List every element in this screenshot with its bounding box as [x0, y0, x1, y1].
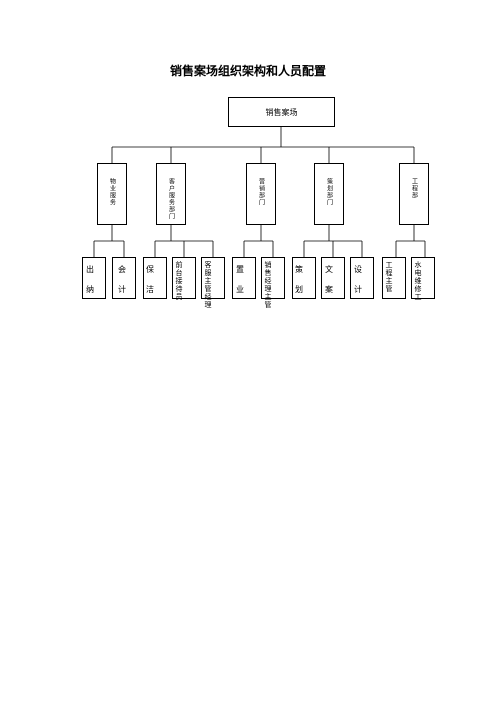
leaf-node-cleaner: 保 洁	[143, 257, 167, 299]
leaf-node-receptionist: 前台接待员	[172, 257, 196, 301]
leaf-label: 客服主管经理	[204, 261, 212, 309]
department-node-property: 物业服务	[97, 163, 127, 225]
leaf-label-1: 置	[236, 265, 244, 274]
leaf-node-sales-manager: 销售经理主管	[261, 257, 285, 309]
leaf-label-2: 计	[118, 285, 126, 294]
leaf-label: 水电维修工	[414, 261, 422, 301]
department-node-planning: 策划部门	[314, 163, 344, 225]
leaf-label-1: 设	[354, 265, 362, 274]
leaf-label-1: 策	[295, 265, 303, 274]
root-node: 销售案场	[228, 97, 335, 127]
leaf-label-2: 纳	[86, 285, 94, 294]
department-label: 客户服务部门	[167, 178, 175, 220]
root-node-label: 销售案场	[265, 107, 298, 117]
leaf-label-1: 文	[325, 265, 333, 274]
leaf-label-2: 业	[236, 285, 244, 294]
department-node-customer-service: 客户服务部门	[156, 163, 186, 225]
department-label: 营销部门	[257, 178, 265, 206]
leaf-node-planner: 策 划	[292, 257, 316, 299]
department-node-engineering: 工程部	[399, 163, 429, 225]
department-label: 物业服务	[108, 178, 116, 206]
leaf-label-1: 出	[86, 265, 94, 274]
leaf-label-1: 会	[118, 265, 126, 274]
leaf-label: 前台接待员	[175, 261, 183, 301]
leaf-node-service-manager: 客服主管经理	[201, 257, 225, 309]
leaf-node-cashier: 出 纳	[82, 257, 106, 299]
department-node-marketing: 营销部门	[246, 163, 276, 225]
leaf-label-2: 洁	[146, 285, 154, 294]
leaf-label-2: 划	[295, 285, 303, 294]
page-title: 销售案场组织架构和人员配置	[169, 64, 326, 78]
leaf-node-designer: 设 计	[350, 257, 374, 299]
leaf-node-consultant: 置 业	[232, 257, 256, 299]
leaf-node-electrician: 水电维修工	[411, 257, 435, 301]
leaf-node-copywriter: 文 案	[321, 257, 345, 299]
leaf-label: 工程主管	[385, 261, 393, 293]
leaf-label: 销售经理主管	[264, 261, 272, 309]
leaf-label-2: 计	[354, 285, 362, 294]
department-label: 策划部门	[325, 178, 333, 206]
leaf-label-2: 案	[325, 285, 333, 294]
leaf-node-accountant: 会 计	[112, 257, 136, 299]
department-label: 工程部	[410, 178, 418, 199]
leaf-node-engineering-supervisor: 工程主管	[382, 257, 406, 299]
leaf-label-1: 保	[146, 265, 154, 274]
